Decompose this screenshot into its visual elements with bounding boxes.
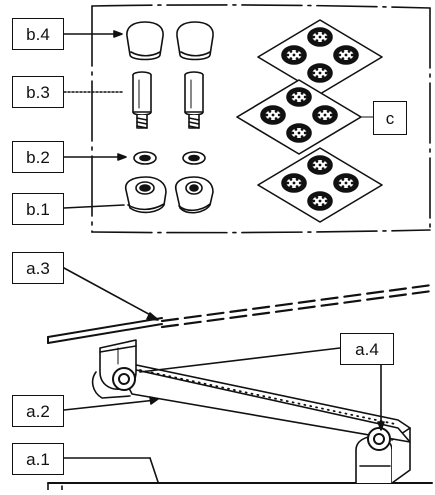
label-a4: a.4 <box>340 333 394 365</box>
label-c: c <box>373 101 407 135</box>
adhesive-pad <box>286 123 312 143</box>
adhesive-pads <box>260 27 359 211</box>
base-plate <box>47 482 433 491</box>
pad-sheet-3 <box>257 147 383 223</box>
top-plate <box>47 283 434 344</box>
label-a1: a.1 <box>12 443 64 475</box>
leader-b4-arrow <box>113 30 123 38</box>
leader-a3-arrow <box>146 312 159 321</box>
adhesive-pad <box>312 105 338 125</box>
washer-part-right <box>182 151 206 165</box>
washer-part-left <box>133 151 157 165</box>
pivot-pin-lower <box>367 427 391 451</box>
adhesive-pad <box>286 87 312 107</box>
label-b2: b.2 <box>12 141 64 173</box>
leader-a2 <box>63 399 157 411</box>
base-part-right <box>174 176 214 214</box>
pivot-pin-upper <box>112 367 136 391</box>
cap-part-right <box>176 21 214 61</box>
adhesive-pad <box>260 105 286 125</box>
label-a2: a.2 <box>12 395 64 427</box>
adhesive-pad <box>281 45 307 65</box>
leader-a3 <box>63 267 157 319</box>
label-b3: b.3 <box>12 76 64 108</box>
adhesive-pad <box>333 173 359 193</box>
leader-a4-arrow <box>377 421 385 431</box>
label-b4: b.4 <box>12 18 64 50</box>
bolt-part-left <box>132 71 152 129</box>
adhesive-pad <box>307 155 333 175</box>
panel-bottom-edge <box>91 229 431 234</box>
parts-panel <box>91 4 431 234</box>
label-b1: b.1 <box>12 193 64 225</box>
leader-b1 <box>63 204 125 209</box>
adhesive-pad <box>307 63 333 83</box>
bolt-part-right <box>184 71 204 129</box>
base-part-left <box>124 176 167 214</box>
adhesive-pad <box>307 27 333 47</box>
panel-top-edge <box>91 4 431 9</box>
leader-b2-arrow <box>117 153 127 161</box>
adhesive-pad <box>307 191 333 211</box>
adhesive-pad <box>333 45 359 65</box>
leader-a4 <box>139 347 341 373</box>
leader-a2-arrow <box>149 396 159 405</box>
leader-a1-drop <box>149 457 159 483</box>
label-a3: a.3 <box>12 252 64 284</box>
cap-part-left <box>126 21 164 61</box>
adhesive-pad <box>281 173 307 193</box>
